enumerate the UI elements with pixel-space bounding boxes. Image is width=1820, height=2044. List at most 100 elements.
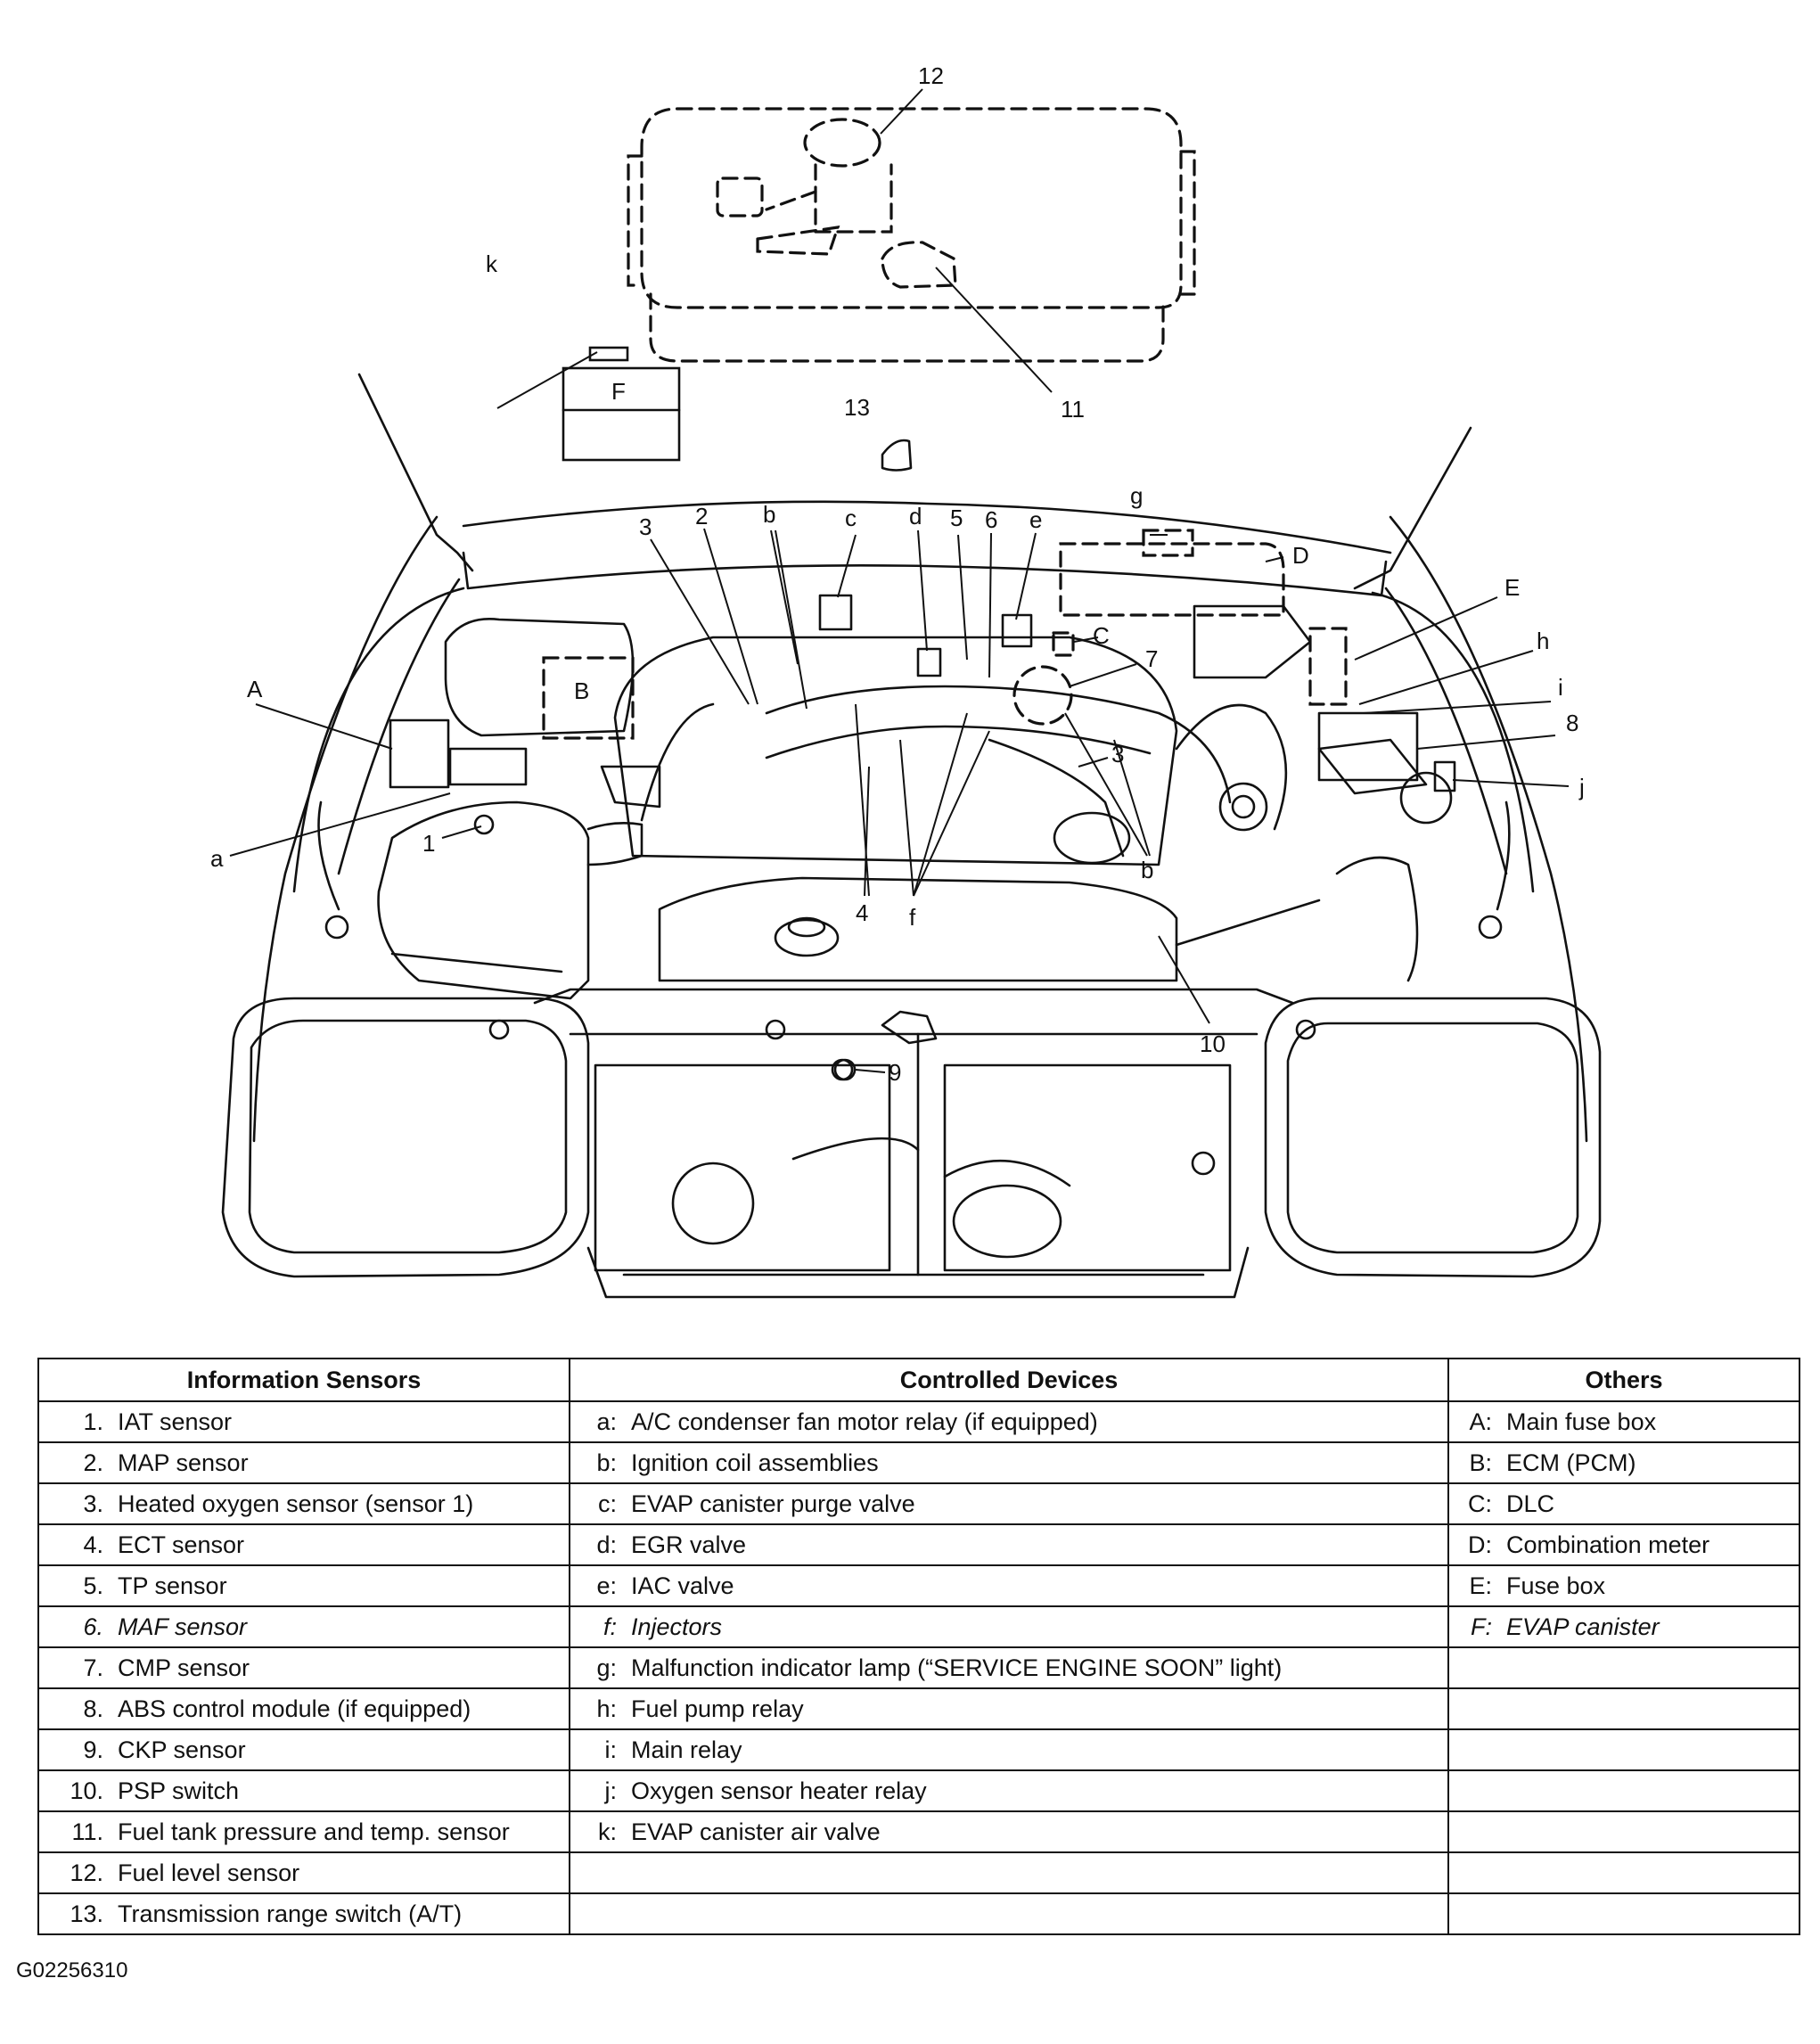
item-key: C:: [1468, 1490, 1492, 1517]
mil-lamp: [1142, 529, 1194, 557]
item-text: TP sensor: [118, 1572, 227, 1599]
table-row: 10.PSP switch j:Oxygen sensor heater rel…: [37, 1769, 1800, 1812]
device-cell: [569, 1892, 1449, 1935]
device-cell: i:Main relay: [569, 1728, 1449, 1771]
item-key: 9.: [83, 1736, 103, 1763]
callout-k: k: [486, 250, 498, 277]
other-cell: [1447, 1728, 1800, 1771]
item-key: 4.: [83, 1531, 103, 1558]
item-text: EGR valve: [631, 1531, 747, 1558]
item-key: i:: [604, 1736, 618, 1763]
table-row: 6.MAF sensor f:Injectors F:EVAP canister: [37, 1605, 1800, 1648]
table-row: 2.MAP sensor b:Ignition coil assemblies …: [37, 1441, 1800, 1484]
item-key: 2.: [83, 1449, 103, 1476]
item-key: B:: [1469, 1449, 1492, 1476]
callout-f: f: [909, 904, 916, 931]
fuel-tank-pressure-sensor: [881, 241, 957, 289]
callout-12: 12: [918, 62, 944, 89]
header-information-sensors: Information Sensors: [37, 1358, 570, 1402]
other-cell: [1447, 1892, 1800, 1935]
item-text: Combination meter: [1506, 1531, 1710, 1558]
callout-11: 11: [1061, 396, 1085, 423]
callout-3b: 3: [1111, 741, 1124, 768]
item-text: Transmission range switch (A/T): [118, 1900, 463, 1927]
other-cell: [1447, 1646, 1800, 1689]
item-key: 13.: [70, 1900, 103, 1927]
callout-d: d: [909, 503, 922, 529]
vehicle-body-outline: [221, 373, 1602, 1299]
oxygen-sensor-heater-relay: [1433, 760, 1456, 792]
evap-purge-valve: [818, 594, 853, 631]
item-text: MAP sensor: [118, 1449, 249, 1476]
callout-c: c: [845, 505, 857, 531]
item-text: Main fuse box: [1506, 1408, 1657, 1435]
table-row: 9.CKP sensor i:Main relay: [37, 1728, 1800, 1771]
fuel-level-sensor: [716, 118, 893, 256]
fuel-tank: [627, 107, 1196, 363]
callout-C: C: [1093, 622, 1110, 649]
callout-5: 5: [950, 505, 963, 531]
device-cell: a:A/C condenser fan motor relay (if equi…: [569, 1400, 1449, 1443]
item-key: h:: [596, 1695, 617, 1722]
other-cell: [1447, 1810, 1800, 1853]
item-text: A/C condenser fan motor relay (if equipp…: [631, 1408, 1098, 1435]
egr-valve: [916, 647, 942, 677]
leader-lines: [229, 88, 1570, 1073]
item-key: 8.: [83, 1695, 103, 1722]
callout-b2: b: [1141, 857, 1153, 883]
sensor-cell: 5.TP sensor: [37, 1564, 570, 1607]
callout-labels: 12 11 k F 13 g D 3 2 b c d 5 6 e E C h 7…: [210, 62, 1585, 1086]
header-controlled-devices: Controlled Devices: [569, 1358, 1449, 1402]
table-row: 11.Fuel tank pressure and temp. sensor k…: [37, 1810, 1800, 1853]
item-key: e:: [596, 1572, 617, 1599]
callout-8: 8: [1566, 710, 1578, 736]
other-cell: [1447, 1769, 1800, 1812]
item-key: 12.: [70, 1859, 103, 1886]
item-key: F:: [1471, 1613, 1492, 1640]
item-key: 7.: [83, 1654, 103, 1681]
callout-h: h: [1537, 628, 1549, 654]
item-text: ECM (PCM): [1506, 1449, 1636, 1476]
callout-e: e: [1029, 506, 1042, 533]
callout-A: A: [247, 676, 263, 702]
component-legend-table: Information Sensors Controlled Devices O…: [37, 1358, 1800, 1935]
device-cell: c:EVAP canister purge valve: [569, 1482, 1449, 1525]
sensor-cell: 13. Transmission range switch (A/T): [37, 1892, 570, 1935]
table-row: 1.IAT sensor a:A/C condenser fan motor r…: [37, 1400, 1800, 1443]
callout-2: 2: [695, 503, 708, 529]
callout-6: 6: [985, 506, 997, 533]
item-key: d:: [596, 1531, 617, 1558]
engine-bay-diagram: 12 11 k F 13 g D 3 2 b c d 5 6 e E C h 7…: [210, 62, 1602, 1299]
other-cell: [1447, 1687, 1800, 1730]
other-cell: E:Fuse box: [1447, 1564, 1800, 1607]
table-row: 4. ECT sensor d: EGR valve D: Combination m…: [37, 1523, 1800, 1566]
item-key: 6.: [83, 1613, 103, 1640]
device-cell: j:Oxygen sensor heater relay: [569, 1769, 1449, 1812]
callout-j: j: [1578, 774, 1585, 800]
table-row: 5.TP sensor e: IAC valve E:Fuse box: [37, 1564, 1800, 1607]
ckp-sensor: [831, 1058, 854, 1081]
iac-valve: [1001, 613, 1033, 648]
item-text: IAT sensor: [118, 1408, 233, 1435]
sensor-cell: 4. ECT sensor: [37, 1523, 570, 1566]
iat-sensor: [473, 814, 495, 835]
item-text: ABS control module (if equipped): [118, 1695, 471, 1722]
item-text: EVAP canister: [1506, 1613, 1660, 1640]
table-row: 3.Heated oxygen sensor (sensor 1) c:EVAP…: [37, 1482, 1800, 1525]
item-text: ECT sensor: [118, 1531, 245, 1558]
item-key: b:: [596, 1449, 617, 1476]
callout-b1: b: [763, 501, 775, 528]
item-text: CMP sensor: [118, 1654, 250, 1681]
item-text: Injectors: [631, 1613, 723, 1640]
sensor-cell: 3.Heated oxygen sensor (sensor 1): [37, 1482, 570, 1525]
item-key: A:: [1469, 1408, 1492, 1435]
sensor-cell: 1.IAT sensor: [37, 1400, 570, 1443]
callout-9: 9: [889, 1059, 901, 1086]
cmp-sensor: [1012, 665, 1073, 726]
callout-D: D: [1292, 542, 1309, 569]
item-key: D:: [1468, 1531, 1492, 1558]
sensor-cell: 7. CMP sensor: [37, 1646, 570, 1689]
engine: [317, 618, 1511, 1081]
device-cell: d: EGR valve: [569, 1523, 1449, 1566]
item-text: IAC valve: [631, 1572, 734, 1599]
